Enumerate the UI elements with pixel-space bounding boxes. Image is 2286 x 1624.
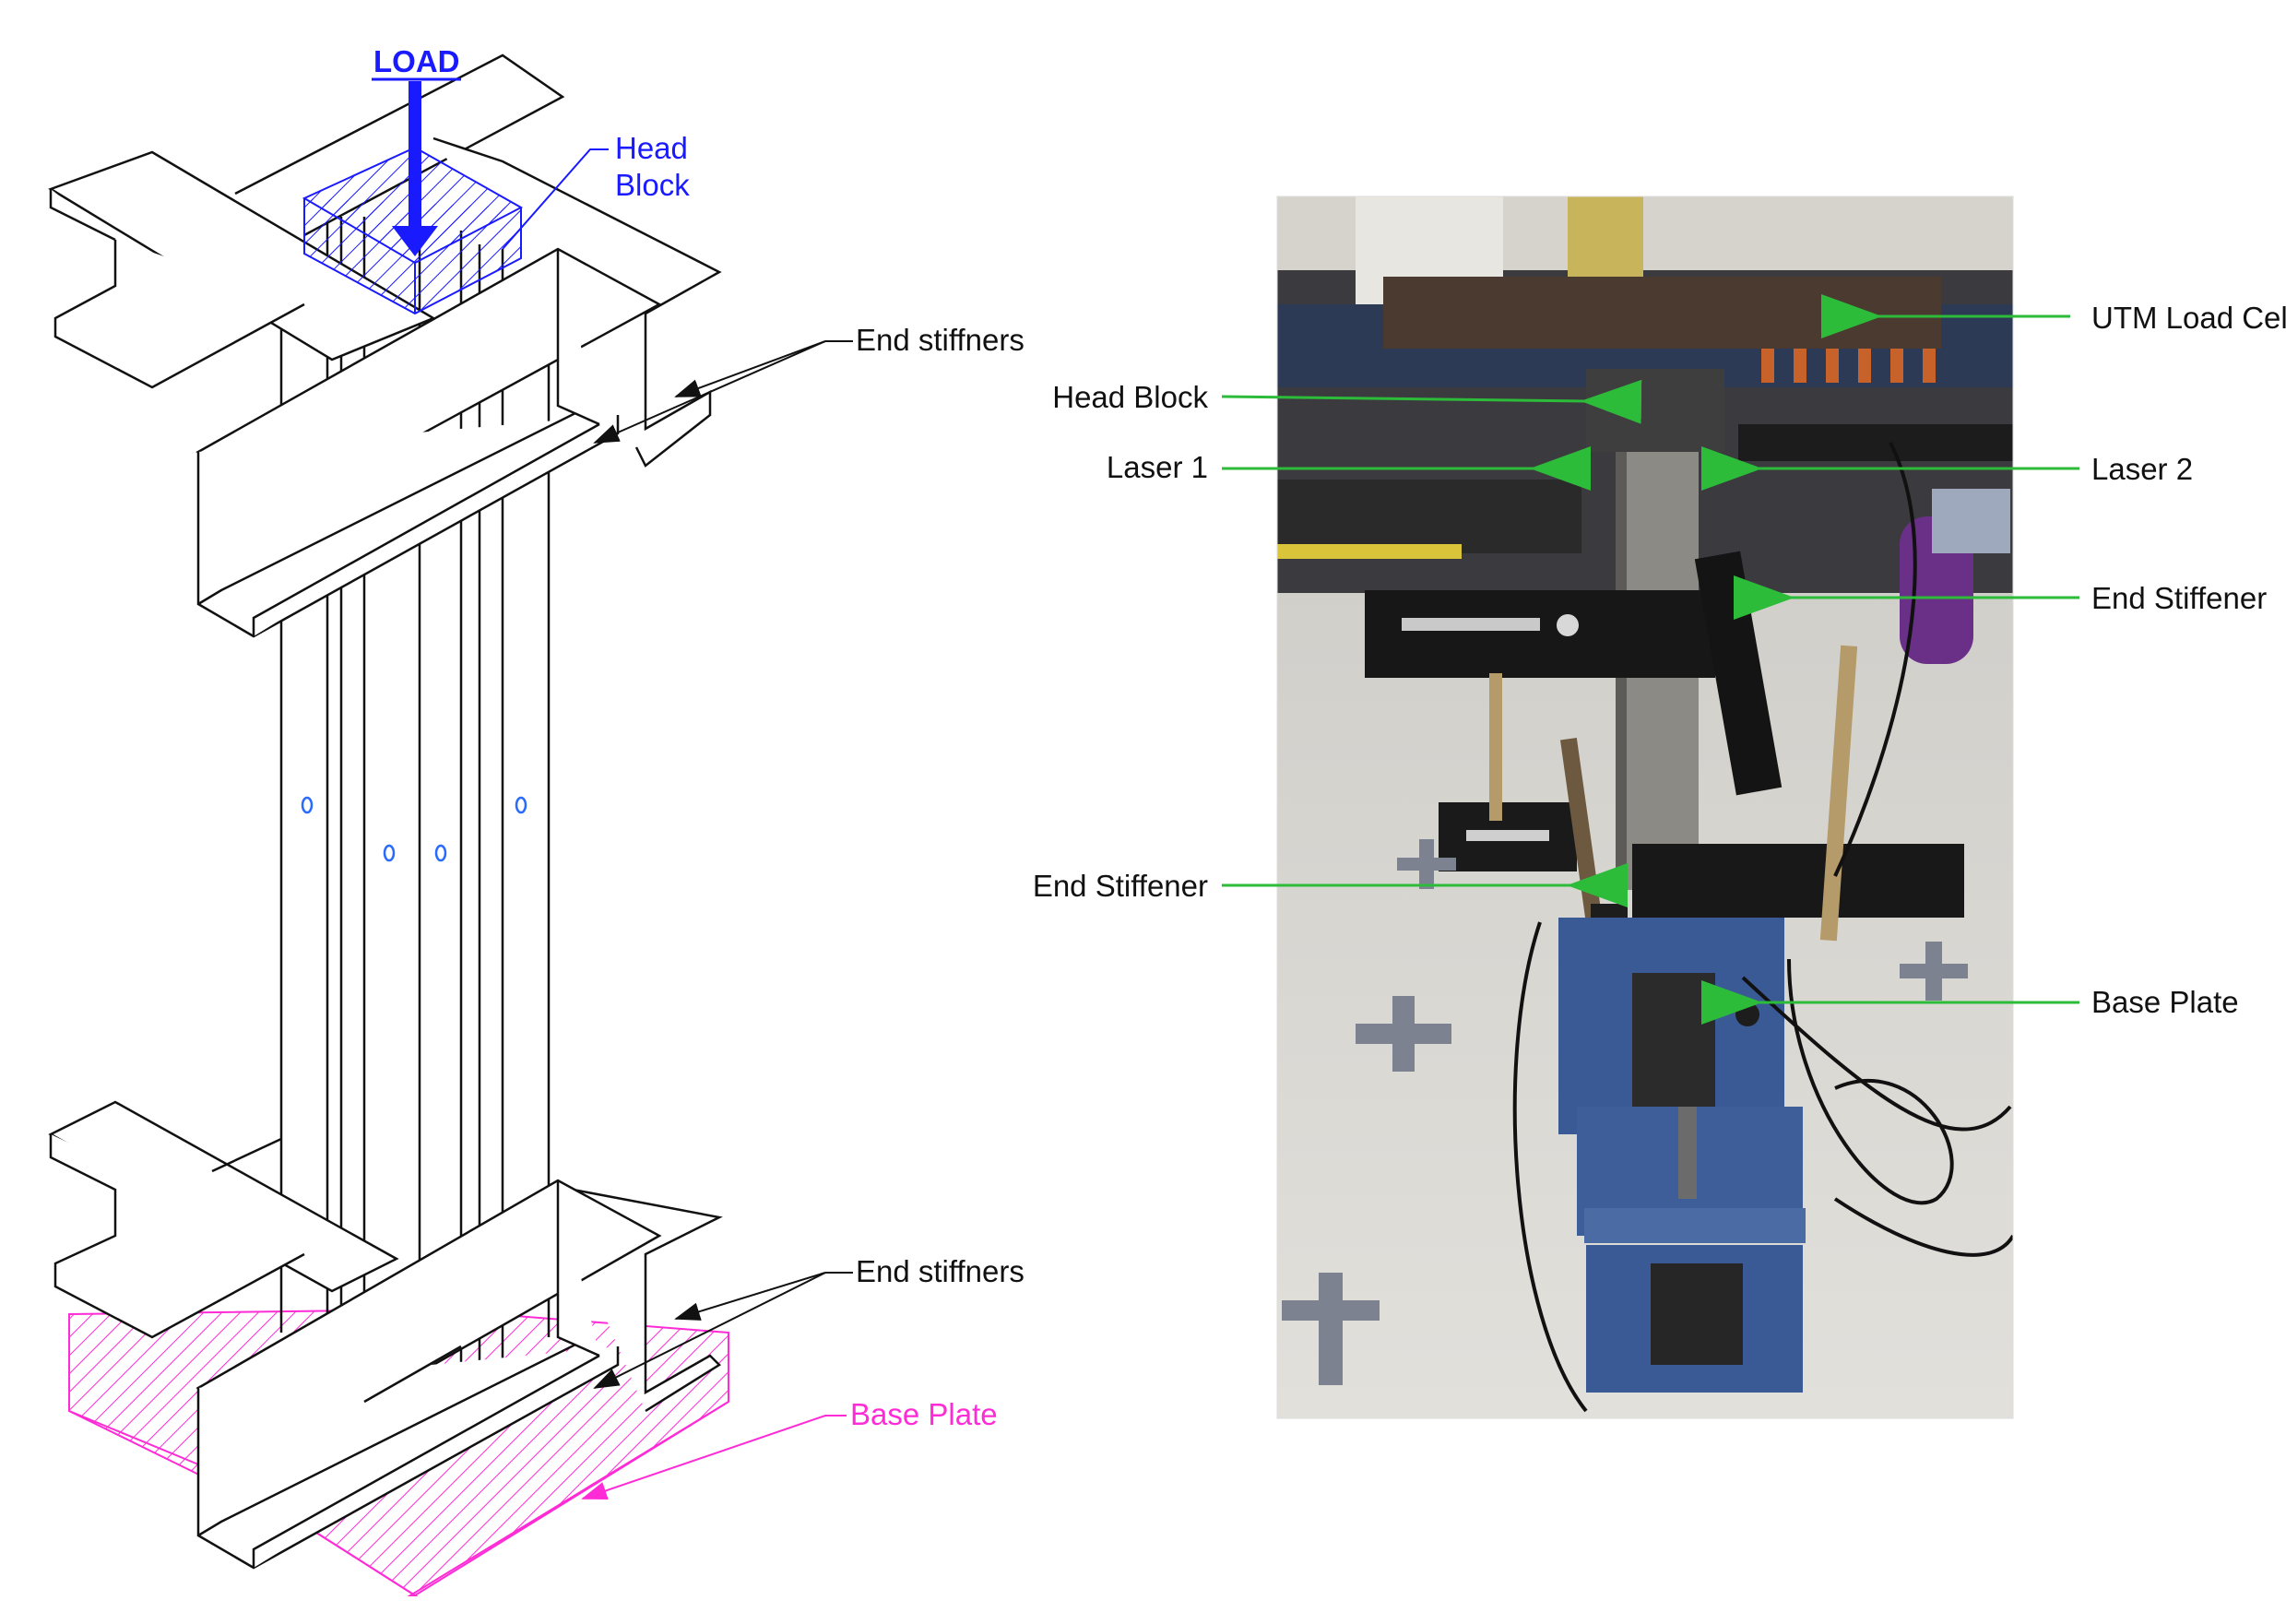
load-arrow-head	[392, 226, 438, 256]
photo-labels: UTM Load Cell Head Block Laser 1 Laser 2…	[1033, 301, 2286, 1019]
end-stiffeners-top-label: End stiffners	[856, 323, 1025, 357]
photo-callouts	[1221, 294, 2079, 1025]
utm-load-cell-shape	[1383, 277, 1941, 349]
floor-marks	[1282, 839, 1968, 1385]
label-head-block: Head Block	[1052, 380, 1208, 414]
head-block-label-line2: Block	[615, 168, 690, 202]
label-end-stiffener-right: End Stiffener	[2091, 581, 2267, 615]
head-block-label-line1: Head	[615, 131, 688, 165]
base-plate-callout: Base Plate	[581, 1397, 998, 1500]
load-label: LOAD	[373, 44, 460, 78]
isometric-drawing	[48, 53, 729, 1597]
end-stiffeners-top-callout: End stiffners	[593, 323, 1025, 444]
end-stiffeners-bottom-label: End stiffners	[856, 1254, 1025, 1288]
head-block-callout: Head Block	[502, 131, 690, 250]
load-indicator: LOAD	[372, 44, 461, 256]
label-base-plate: Base Plate	[2091, 985, 2239, 1019]
leader-head-block	[1221, 379, 1642, 424]
label-end-stiffener-left: End Stiffener	[1033, 869, 1208, 903]
cables	[1512, 442, 2013, 1413]
test-setup-photo	[1276, 196, 2014, 1419]
bottom-end-stiffener	[48, 1100, 723, 1570]
end-stiffeners-bottom-callout: End stiffners	[593, 1254, 1025, 1389]
label-laser-2: Laser 2	[2091, 452, 2193, 486]
perforations	[301, 796, 527, 862]
base-plate-label: Base Plate	[850, 1397, 998, 1431]
label-utm-load-cell: UTM Load Cell	[2091, 301, 2286, 335]
label-laser-1: Laser 1	[1107, 450, 1208, 484]
load-arrow-shaft	[409, 81, 421, 229]
